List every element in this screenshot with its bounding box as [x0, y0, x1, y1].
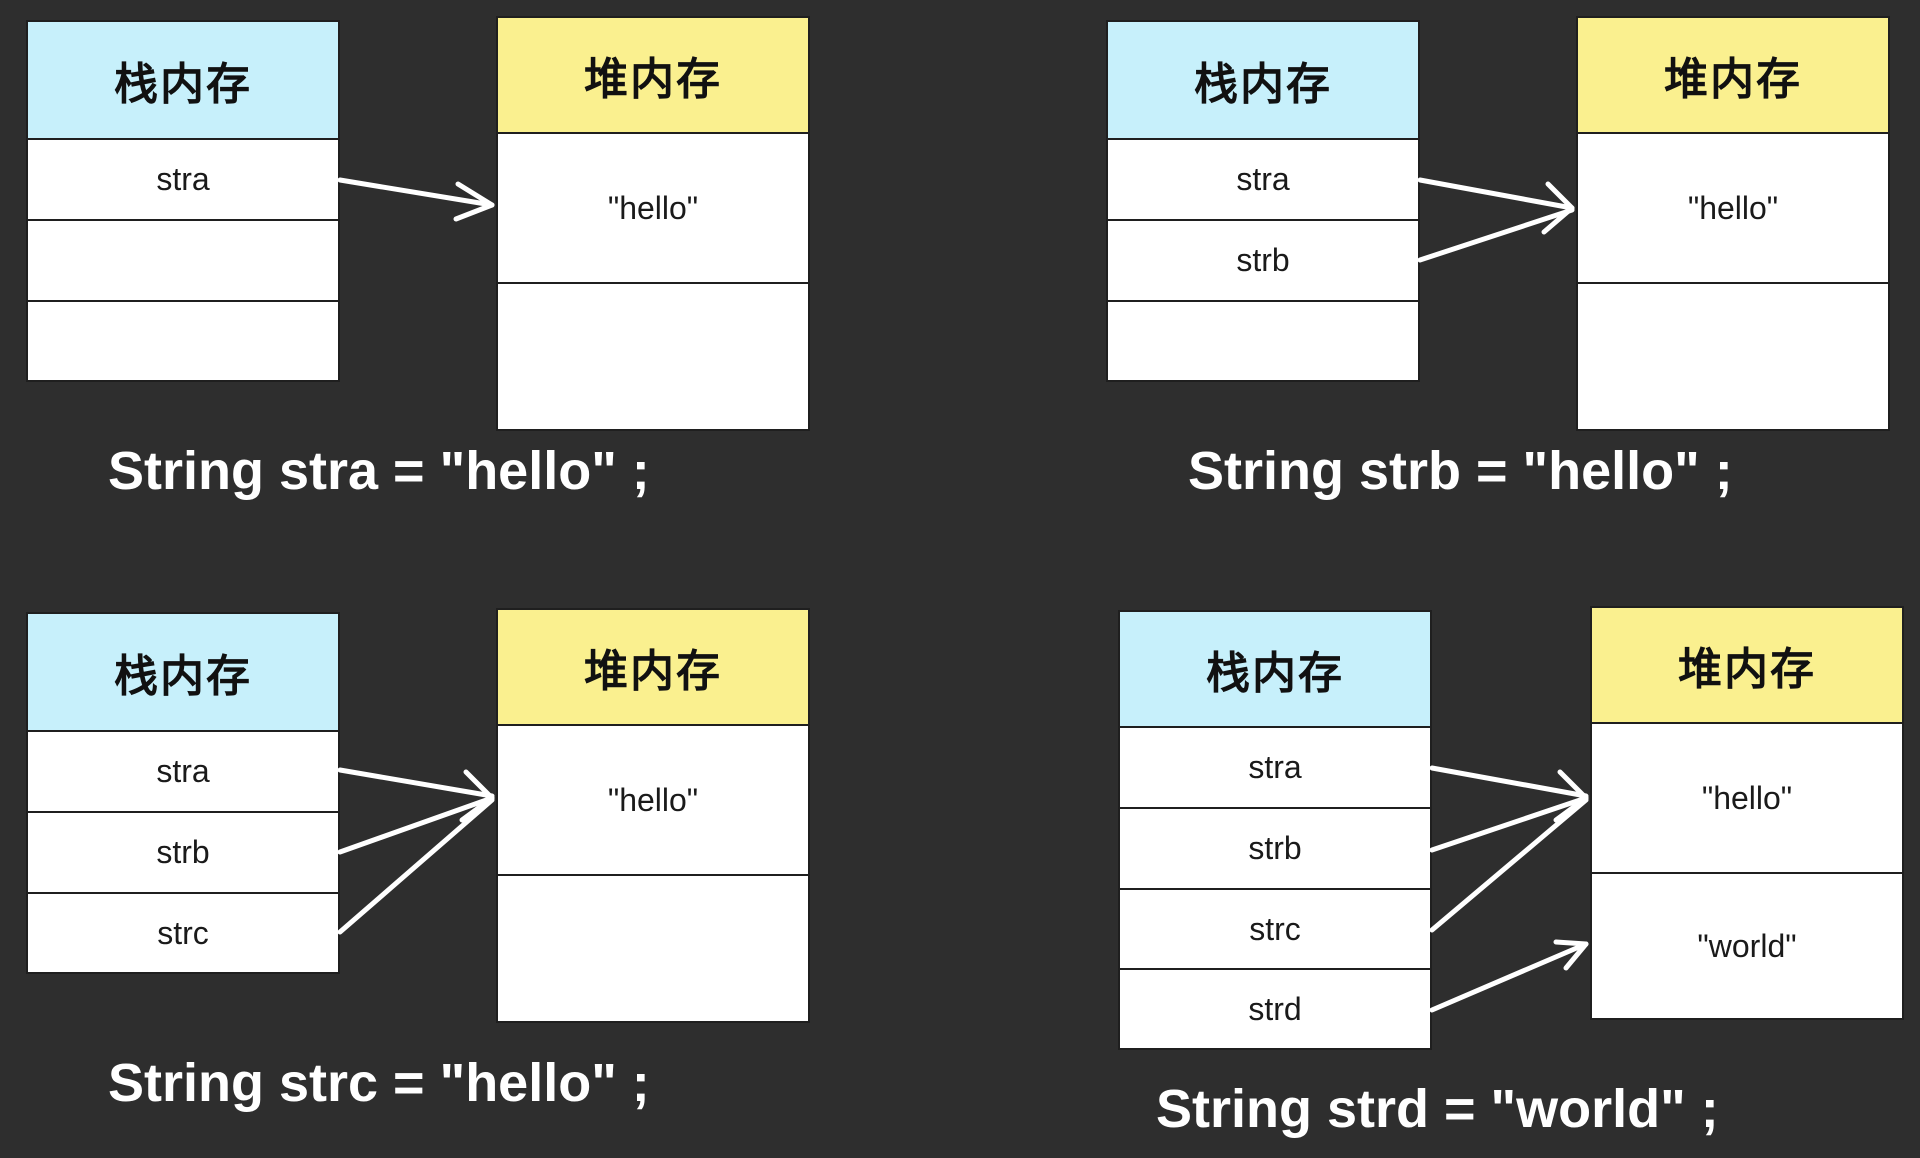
heap-memory-title: 堆内存 — [1578, 18, 1888, 134]
reference-arrow — [1417, 177, 1575, 211]
arrow-head — [1553, 939, 1589, 971]
stack-cell — [28, 221, 338, 302]
reference-arrow — [337, 177, 495, 208]
stack-cell: strb — [1120, 809, 1430, 890]
heap-cell: "world" — [1697, 927, 1797, 964]
code-caption: String strd = "world" ; — [1156, 1079, 1719, 1139]
code-caption: String strc = "hello" ; — [108, 1053, 650, 1113]
heap-memory-title: 堆内存 — [1592, 608, 1902, 724]
heap-memory-box: 堆内存 "hello" — [496, 608, 810, 1023]
reference-arrow — [337, 795, 495, 855]
reference-arrow — [337, 797, 495, 935]
arrow-head — [1553, 769, 1589, 823]
stack-memory-box: 栈内存 stra strb strc strd — [1118, 610, 1432, 1050]
arrow-head — [1541, 181, 1575, 235]
arrow-head — [453, 181, 495, 222]
stack-cell: strb — [1108, 221, 1418, 302]
reference-arrow — [1429, 797, 1589, 933]
stack-cell: stra — [1108, 140, 1418, 221]
reference-arrow — [1429, 765, 1589, 799]
reference-arrow — [1429, 941, 1589, 1013]
stack-memory-title: 栈内存 — [28, 614, 338, 732]
heap-memory-title: 堆内存 — [498, 18, 808, 134]
stack-memory-box: 栈内存 stra — [26, 20, 340, 382]
stack-cell: strc — [157, 914, 209, 951]
heap-memory-box: 堆内存 "hello" — [496, 16, 810, 431]
stack-memory-title: 栈内存 — [28, 22, 338, 140]
reference-arrow — [1429, 795, 1589, 853]
stack-cell: strd — [1248, 990, 1302, 1027]
reference-arrow — [337, 767, 495, 799]
heap-memory-box: 堆内存 "hello" — [1576, 16, 1890, 431]
stack-memory-box: 栈内存 stra strb — [1106, 20, 1420, 382]
arrow-head — [459, 769, 495, 823]
heap-cell: "hello" — [498, 726, 808, 876]
heap-cell: "hello" — [1578, 134, 1888, 284]
stack-memory-box: 栈内存 stra strb strc — [26, 612, 340, 974]
stack-cell: strc — [1120, 890, 1430, 970]
stack-memory-title: 栈内存 — [1108, 22, 1418, 140]
stack-memory-title: 栈内存 — [1120, 612, 1430, 728]
heap-memory-box: 堆内存 "hello" "world" — [1590, 606, 1904, 1020]
heap-cell: "hello" — [498, 134, 808, 284]
code-caption: String strb = "hello" ; — [1188, 441, 1733, 501]
heap-memory-title: 堆内存 — [498, 610, 808, 726]
reference-arrow — [1417, 207, 1575, 263]
stack-cell: stra — [1120, 728, 1430, 809]
stack-cell: stra — [28, 140, 338, 221]
code-caption: String stra = "hello" ; — [108, 441, 650, 501]
stack-cell: stra — [28, 732, 338, 813]
heap-cell: "hello" — [1592, 724, 1902, 874]
stack-cell: strb — [28, 813, 338, 894]
